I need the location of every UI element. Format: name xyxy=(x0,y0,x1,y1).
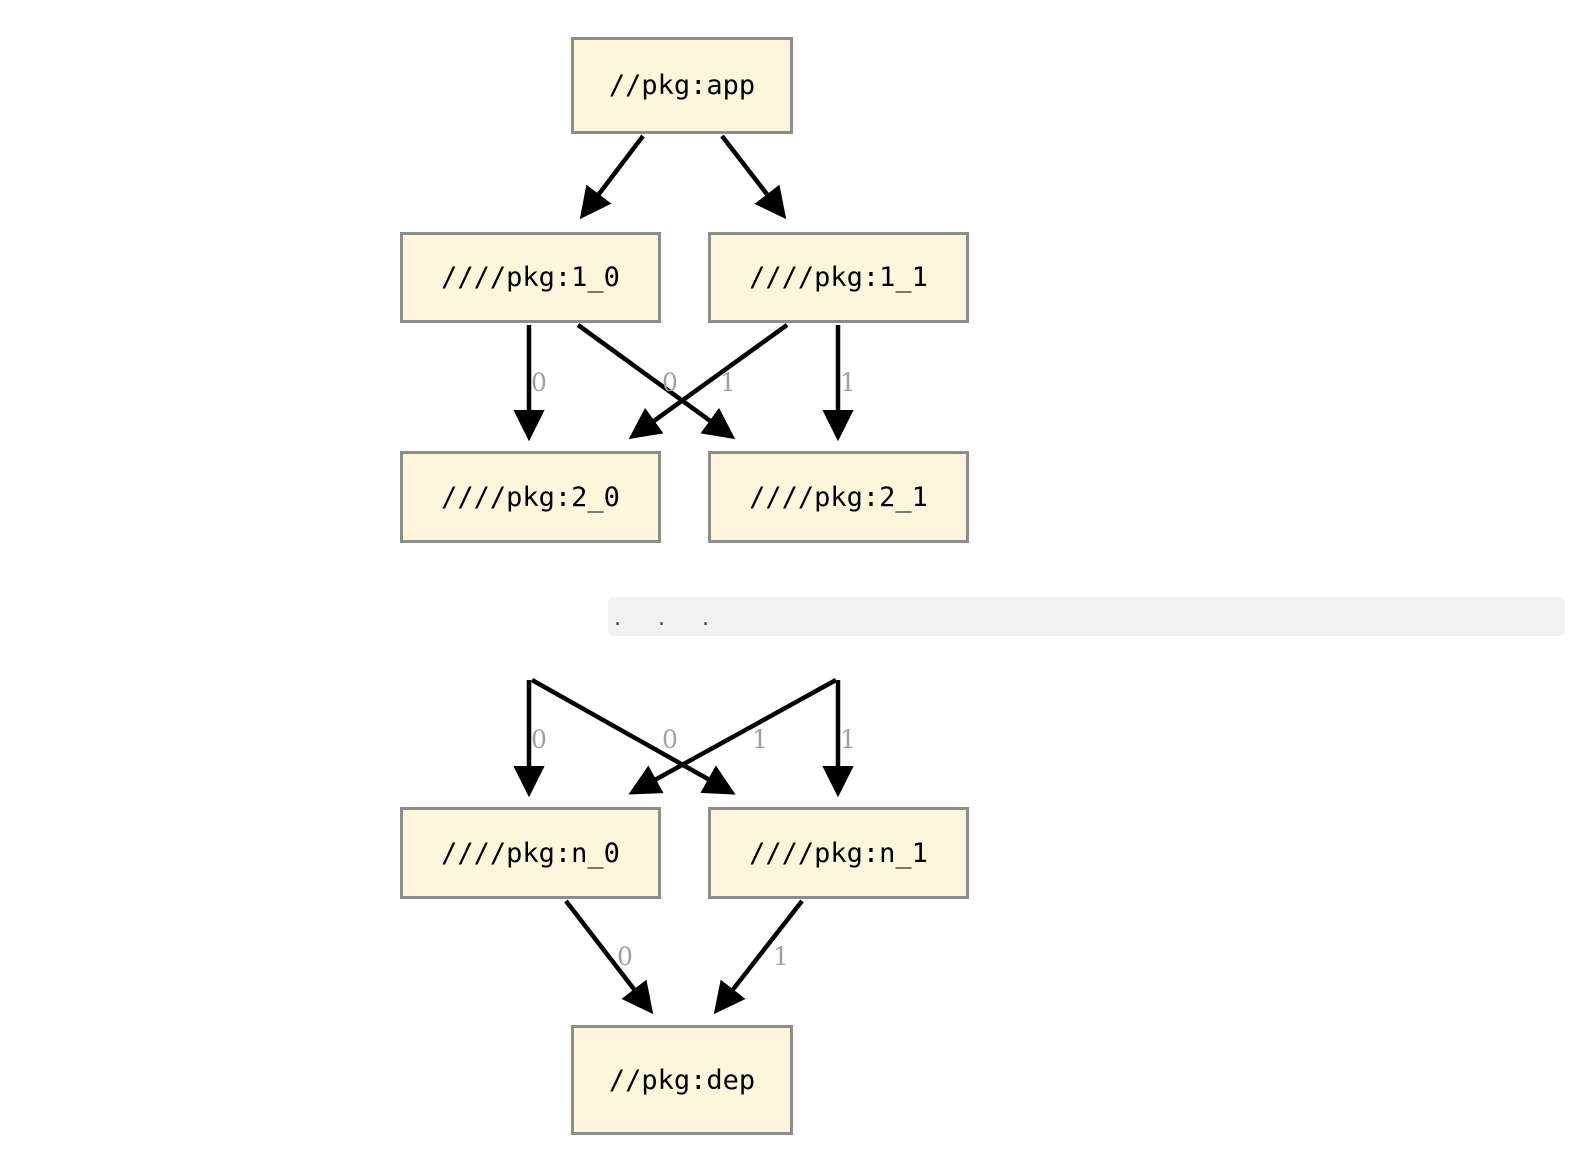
node-label: ////pkg:1_1 xyxy=(749,262,928,293)
node-label: ////pkg:1_0 xyxy=(441,262,620,293)
node-label: ////pkg:n_1 xyxy=(749,837,928,869)
edge-label-text: 1 xyxy=(840,725,856,754)
edge-label-text: 1 xyxy=(720,368,736,397)
edge-1_1-to-2_0 xyxy=(628,323,789,440)
edge-label: 1 xyxy=(773,944,789,969)
edge-label-text: 1 xyxy=(752,725,768,754)
edge-label-text: 0 xyxy=(531,725,547,754)
node-pkg-2-1[interactable]: ////pkg:2_1 xyxy=(708,451,969,543)
edge-label-text: 1 xyxy=(840,368,856,397)
node-app[interactable]: //pkg:app xyxy=(571,37,793,134)
edge-label: 1 xyxy=(720,370,736,395)
node-pkg-2-0[interactable]: ////pkg:2_0 xyxy=(400,451,661,543)
edge-1_0-to-2_1 xyxy=(576,323,736,440)
node-label: ////pkg:2_1 xyxy=(749,481,928,513)
edge-label: 1 xyxy=(752,727,768,752)
edge-label-text: 1 xyxy=(773,942,789,971)
edge-label-text: 0 xyxy=(662,368,678,397)
edge-label-text: 0 xyxy=(617,942,633,971)
node-pkg-1-0[interactable]: ////pkg:1_0 xyxy=(400,232,661,323)
node-label: //pkg:dep xyxy=(608,1064,756,1096)
node-pkg-n-0[interactable]: ////pkg:n_0 xyxy=(400,807,661,899)
edge-label-text: 0 xyxy=(531,368,547,397)
node-label: //pkg:app xyxy=(608,70,756,101)
edge-label: 1 xyxy=(840,727,856,752)
node-dep[interactable]: //pkg:dep xyxy=(571,1025,793,1135)
node-pkg-n-1[interactable]: ////pkg:n_1 xyxy=(708,807,969,899)
edge-n_1-to-dep xyxy=(713,899,804,1015)
edge-app-to-1_1 xyxy=(720,134,787,220)
edge-label: 0 xyxy=(531,727,547,752)
edge-label: 0 xyxy=(617,944,633,969)
edge-n_0-to-dep xyxy=(564,899,654,1015)
node-pkg-1-1[interactable]: ////pkg:1_1 xyxy=(708,232,969,323)
edge-label: 0 xyxy=(662,727,678,752)
edge-label: 0 xyxy=(531,370,547,395)
node-label: ////pkg:2_0 xyxy=(441,481,620,513)
ellipsis-band: . . . xyxy=(608,597,1565,636)
edge-label-text: 0 xyxy=(662,725,678,754)
ellipsis-dots: . . . xyxy=(614,606,724,631)
node-label: ////pkg:n_0 xyxy=(441,837,620,869)
edge-above-to-n_1-diagonal xyxy=(530,678,736,795)
edge-label: 0 xyxy=(662,370,678,395)
edge-app-to-1_0 xyxy=(579,134,645,220)
edge-label: 1 xyxy=(840,370,856,395)
